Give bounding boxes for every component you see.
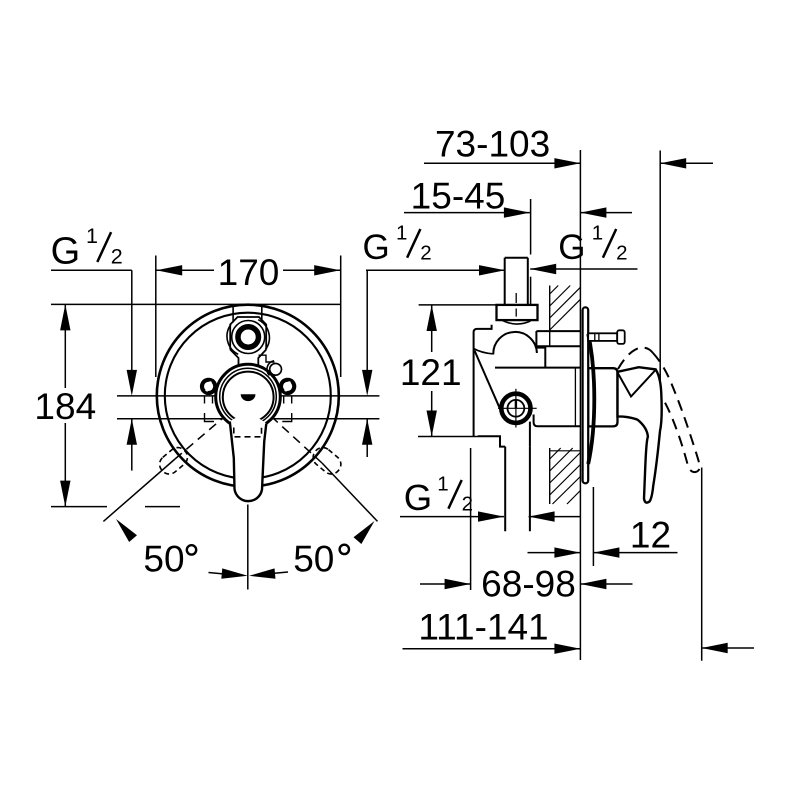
svg-text:2: 2 [420, 241, 431, 264]
svg-text:170: 170 [218, 252, 280, 293]
svg-text:G: G [363, 228, 390, 267]
svg-text:15-45: 15-45 [411, 176, 506, 217]
svg-text:G: G [404, 477, 432, 518]
svg-text:50: 50 [143, 539, 184, 580]
svg-text:2: 2 [616, 241, 627, 264]
svg-text:1: 1 [86, 224, 98, 248]
svg-text:2: 2 [462, 492, 473, 515]
svg-text:68-98: 68-98 [481, 564, 576, 605]
svg-text:121: 121 [400, 352, 462, 393]
svg-text:2: 2 [111, 245, 123, 269]
svg-text:G: G [51, 230, 81, 272]
svg-text:184: 184 [34, 386, 96, 427]
svg-text:50: 50 [293, 539, 334, 580]
svg-text:1: 1 [437, 473, 448, 496]
svg-text:G: G [558, 228, 585, 267]
svg-text:12: 12 [630, 515, 671, 556]
svg-text:1: 1 [396, 222, 407, 245]
svg-text:111-141: 111-141 [418, 607, 548, 648]
svg-text:73-103: 73-103 [435, 124, 550, 165]
svg-text:1: 1 [592, 222, 603, 245]
